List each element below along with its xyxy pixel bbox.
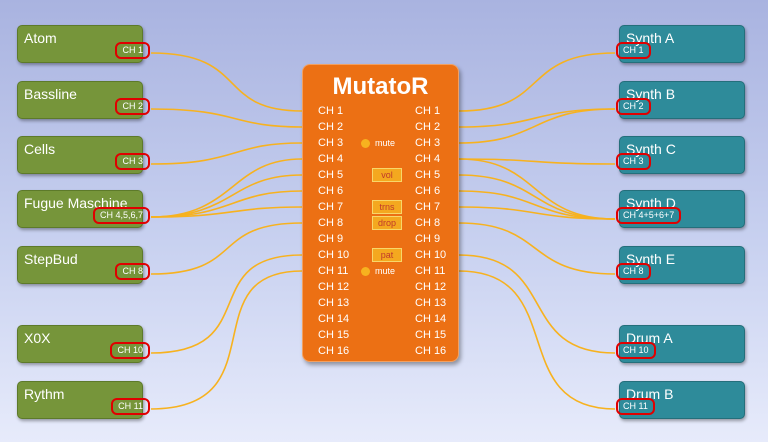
destination-drum-b[interactable]: Drum B CH 11	[616, 381, 745, 419]
destination-synth-a[interactable]: Synth A CH 1	[616, 25, 745, 63]
output-channel: CH 4	[415, 153, 441, 165]
wire-out-drum-b	[458, 270, 616, 410]
wire-bassline-in	[150, 108, 303, 128]
output-channel: CH 13	[415, 297, 447, 309]
source-x0x[interactable]: X0X CH 10	[17, 325, 150, 363]
channel-badge: CH 11	[111, 398, 150, 415]
destination-synth-e[interactable]: Synth E CH 8	[616, 246, 745, 284]
input-channel: CH 15	[318, 329, 350, 341]
wire-out-synth-d-5	[458, 174, 616, 220]
channel-badge: CH 10	[616, 342, 656, 359]
mute-label-ch11: mute	[375, 266, 396, 276]
destination-synth-d[interactable]: Synth D CH 4+5+6+7	[616, 190, 745, 228]
output-channel: CH 3	[415, 137, 441, 149]
wire-out-synth-a	[458, 52, 616, 112]
source-name: Rythm	[24, 386, 65, 402]
wire-rythm-in	[150, 270, 303, 410]
channel-badge: CH 3	[616, 153, 651, 170]
wire-fugue-in-7	[150, 206, 303, 218]
vol-processor[interactable]: vol	[372, 168, 402, 182]
source-bassline[interactable]: Bassline CH 2	[17, 81, 150, 119]
input-channel: CH 13	[318, 297, 350, 309]
channel-badge: CH 8	[616, 263, 651, 280]
source-name: Bassline	[24, 86, 77, 102]
output-channel: CH 15	[415, 329, 447, 341]
destination-synth-c[interactable]: Synth C CH 3	[616, 136, 745, 174]
input-channel: CH 3	[318, 137, 344, 149]
output-channel: CH 8	[415, 217, 441, 229]
output-channel: CH 7	[415, 201, 441, 213]
output-channel: CH 14	[415, 313, 447, 325]
output-channel: CH 6	[415, 185, 441, 197]
wire-cells-in	[150, 142, 303, 165]
source-cells[interactable]: Cells CH 3	[17, 136, 150, 174]
trns-processor[interactable]: trns	[372, 200, 402, 214]
wire-out-synth-b-1	[458, 108, 616, 128]
wire-out-synth-d-4	[458, 158, 616, 220]
output-channel: CH 12	[415, 281, 447, 293]
channel-badge: CH 8	[115, 263, 150, 280]
input-channel: CH 6	[318, 185, 344, 197]
drop-processor[interactable]: drop	[372, 216, 402, 230]
input-channel: CH 14	[318, 313, 350, 325]
channel-badge: CH 4+5+6+7	[616, 207, 682, 224]
wire-x0x-in	[150, 254, 303, 354]
input-channel: CH 11	[318, 265, 349, 277]
channel-badge: CH 11	[616, 398, 655, 415]
input-channel: CH 10	[318, 249, 350, 261]
source-name: Atom	[24, 30, 57, 46]
wire-atom-in	[150, 52, 303, 112]
wire-out-synth-d-7	[458, 206, 616, 220]
input-channel: CH 1	[318, 105, 344, 117]
wire-out-synth-b-2	[458, 108, 616, 144]
channel-badge: CH 2	[115, 98, 150, 115]
output-channel: CH 16	[415, 345, 447, 357]
source-atom[interactable]: Atom CH 1	[17, 25, 150, 63]
mute-dot-icon	[361, 267, 370, 276]
channel-badge: CH 4,5,6,7	[92, 207, 150, 224]
source-fugue-maschine[interactable]: Fugue Maschine CH 4,5,6,7	[17, 190, 150, 228]
input-channel: CH 9	[318, 233, 344, 245]
mute-dot-icon	[361, 139, 370, 148]
wire-stepbud-in	[150, 222, 303, 275]
input-channel: CH 12	[318, 281, 350, 293]
destination-drum-a[interactable]: Drum A CH 10	[616, 325, 745, 363]
channel-badge: CH 3	[115, 153, 150, 170]
input-channel: CH 5	[318, 169, 344, 181]
mutator-title: MutatoR	[332, 73, 429, 100]
source-name: X0X	[24, 330, 51, 346]
channel-badge: CH 10	[110, 342, 150, 359]
source-name: Cells	[24, 141, 56, 157]
input-channel: CH 8	[318, 217, 344, 229]
input-channel: CH 16	[318, 345, 350, 357]
output-channel: CH 11	[415, 265, 446, 277]
source-rythm[interactable]: Rythm CH 11	[17, 381, 150, 419]
output-channel: CH 9	[415, 233, 441, 245]
output-channel: CH 10	[415, 249, 447, 261]
channel-badge: CH 2	[616, 98, 651, 115]
mute-label-ch3: mute	[375, 138, 396, 148]
wire-out-synth-d-6	[458, 190, 616, 220]
input-channel: CH 7	[318, 201, 344, 213]
wire-fugue-in-5	[150, 174, 303, 218]
wire-out-synth-e	[458, 222, 616, 275]
input-channel: CH 4	[318, 153, 344, 165]
source-stepbud[interactable]: StepBud CH 8	[17, 246, 150, 284]
channel-badge: CH 1	[115, 42, 150, 59]
destination-synth-b[interactable]: Synth B CH 2	[616, 81, 745, 119]
wire-out-synth-c	[458, 158, 616, 165]
source-name: StepBud	[24, 251, 78, 267]
output-channel: CH 5	[415, 169, 441, 181]
output-channel: CH 1	[415, 105, 441, 117]
output-channel: CH 2	[415, 121, 441, 133]
channel-badge: CH 1	[616, 42, 651, 59]
wire-out-drum-a	[458, 254, 616, 354]
input-channel: CH 2	[318, 121, 344, 133]
pat-processor[interactable]: pat	[372, 248, 402, 262]
